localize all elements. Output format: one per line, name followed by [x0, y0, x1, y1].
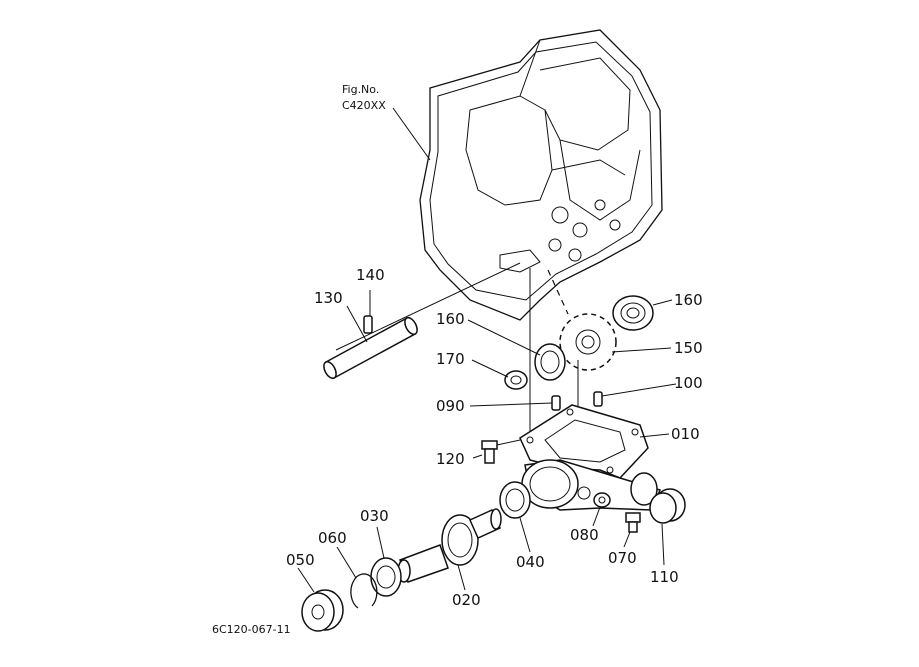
- bearing-160-lower: [534, 343, 566, 381]
- label-130: 130: [314, 289, 343, 307]
- gear-shaft-020: [397, 508, 502, 583]
- shaft-axis-line: [335, 262, 521, 351]
- gear-150: [559, 313, 617, 371]
- label-050: 050: [286, 551, 315, 569]
- bearing-040: [499, 481, 531, 519]
- pin-140: [363, 315, 373, 334]
- label-070: 070: [608, 549, 637, 567]
- plug-110: [649, 488, 686, 524]
- label-170: 170: [436, 350, 465, 368]
- assembly-line: [496, 439, 521, 446]
- label-160-upper: 160: [674, 291, 703, 309]
- bearing-030: [370, 557, 402, 597]
- label-140: 140: [356, 266, 385, 284]
- pin-100: [593, 391, 603, 407]
- label-090: 090: [436, 397, 465, 415]
- bolt-070: [625, 512, 641, 533]
- washer-170: [504, 370, 528, 390]
- bearing-160-upper: [612, 295, 654, 331]
- leader-lines: [297, 290, 677, 593]
- figure-code: 6C120-067-11: [212, 623, 291, 636]
- label-110: 110: [650, 568, 679, 586]
- transmission-case: [419, 29, 663, 321]
- shaft-130: [323, 316, 418, 380]
- label-150: 150: [674, 339, 703, 357]
- label-100: 100: [674, 374, 703, 392]
- label-080: 080: [570, 526, 599, 544]
- label-020: 020: [452, 591, 481, 609]
- snap-ring-060: [350, 573, 378, 609]
- seal-050: [301, 589, 344, 632]
- label-160-lower: 160: [436, 310, 465, 328]
- label-010: 010: [671, 425, 700, 443]
- pin-090: [551, 395, 561, 411]
- label-040: 040: [516, 553, 545, 571]
- label-120: 120: [436, 450, 465, 468]
- fig-ref-leader: [392, 107, 431, 161]
- bolt-120: [481, 440, 498, 464]
- fig-ref-line2: C420XX: [342, 99, 386, 112]
- label-060: 060: [318, 529, 347, 547]
- housing-010: [519, 404, 662, 511]
- fig-ref-line1: Fig.No.: [342, 83, 379, 96]
- assembly-line: [547, 269, 569, 315]
- label-030: 030: [360, 507, 389, 525]
- washer-080: [593, 492, 611, 508]
